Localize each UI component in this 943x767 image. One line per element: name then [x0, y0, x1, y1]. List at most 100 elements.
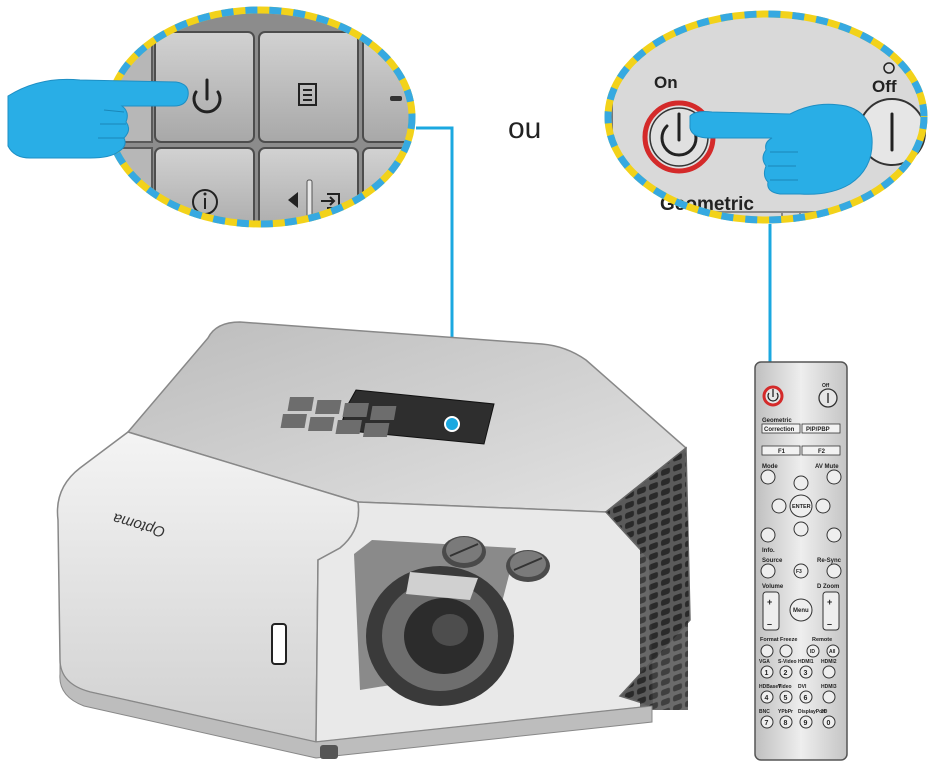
remote-f3-label: F3 — [796, 569, 802, 575]
remote-source-label: Source — [762, 558, 783, 564]
remote-d-zoom-label: D Zoom — [817, 584, 839, 590]
remote-key-button[interactable] — [760, 665, 774, 679]
remote-volume-plus: + — [767, 597, 772, 607]
remote-key-label: DisplayPort — [798, 709, 826, 715]
remote-id-label: ID — [810, 649, 815, 655]
remote-zoom-minus: – — [827, 619, 832, 629]
remote-key-number: 2 — [784, 670, 788, 677]
remote-key-number: 7 — [765, 720, 769, 727]
right-zoom-circle: On Off Geometric — [604, 10, 928, 224]
remote-remote-label: Remote — [812, 637, 832, 643]
remote-key-label: DVI — [798, 684, 807, 690]
remote-up-button[interactable] — [793, 475, 809, 491]
remote-re-sync-button[interactable] — [826, 563, 842, 579]
remote-format-button[interactable] — [760, 644, 774, 658]
remote-key-label: HDMI3 — [821, 684, 837, 690]
remote-key-button[interactable] — [799, 715, 813, 729]
remote-key-label: S-Video — [778, 659, 797, 665]
remote-geometric-label: Geometric — [762, 418, 792, 424]
remote-key-label: VGA — [759, 659, 770, 665]
left-zoom-circle — [104, 6, 416, 228]
remote-key-button[interactable] — [760, 690, 774, 704]
remote-left-button[interactable] — [771, 498, 787, 514]
keypad-grid — [109, 31, 412, 224]
remote-key-number: 6 — [804, 695, 808, 702]
zoom-ring[interactable] — [442, 536, 486, 568]
remote-key-button[interactable] — [822, 665, 836, 679]
projector: Optoma — [56, 321, 691, 759]
remote-laser-button[interactable] — [826, 527, 842, 543]
remote-key-number: 0 — [827, 720, 831, 727]
remote-menu-label: Menu — [793, 608, 809, 614]
remote-freeze-button[interactable] — [779, 644, 793, 658]
remote-id-button[interactable] — [806, 644, 820, 658]
remote-menu-button[interactable] — [789, 598, 813, 622]
remote-pip-pbp-button[interactable]: PIP/PBP — [806, 427, 830, 433]
remote-key-label: HDBaseT — [759, 684, 781, 690]
remote-zoom-plus: + — [827, 597, 832, 607]
right-pointing-hand — [689, 103, 873, 195]
remote-freeze-label: Freeze — [780, 637, 797, 643]
remote-key-number: 8 — [784, 720, 788, 727]
remote-key-button[interactable] — [760, 715, 774, 729]
remote-f2-button[interactable]: F2 — [818, 449, 826, 455]
remote-zoom-rocker[interactable] — [822, 591, 840, 631]
remote-key-number: 1 — [765, 670, 769, 677]
remote-av-mute-label: AV Mute — [815, 464, 839, 470]
remote-f3-button[interactable] — [793, 563, 809, 579]
remote-key-label: HDMI1 — [798, 659, 814, 665]
remote-key-label: YPbPr — [778, 709, 793, 715]
remote-info-button[interactable] — [760, 527, 776, 543]
remote-control: Off Geometric Correction PIP/PBP F1 F2 M… — [754, 361, 848, 761]
remote-key-button[interactable] — [799, 665, 813, 679]
remote-all-button[interactable] — [826, 644, 840, 658]
remote-enter-label: ENTER — [792, 504, 811, 510]
remote-key-label: 3D — [821, 709, 828, 715]
remote-key-number: 9 — [804, 720, 808, 727]
keypad-pointer — [444, 416, 460, 432]
front-indicator — [271, 623, 287, 665]
separator-word: ou — [508, 112, 541, 145]
remote-key-button[interactable] — [779, 665, 793, 679]
leader-lines — [416, 126, 772, 420]
remote-key-button[interactable] — [822, 690, 836, 704]
remote-key-button[interactable] — [799, 690, 813, 704]
on-label: On — [654, 73, 678, 92]
remote-key-number: 5 — [784, 695, 788, 702]
geometric-label: Geometric — [660, 194, 754, 215]
off-indicator — [883, 62, 895, 74]
remote-key-label: HDMI2 — [821, 659, 837, 665]
remote-mode-button[interactable] — [760, 469, 776, 485]
remote-right-button[interactable] — [815, 498, 831, 514]
off-label: Off — [872, 77, 897, 96]
remote-key-label: Video — [778, 684, 792, 690]
left-pointing-hand — [7, 78, 189, 159]
menu-icon[interactable] — [298, 83, 317, 106]
remote-format-label: Format — [760, 637, 779, 643]
remote-down-button[interactable] — [793, 521, 809, 537]
remote-key-button[interactable] — [822, 715, 836, 729]
remote-volume-label: Volume — [762, 584, 784, 590]
remote-av-mute-button[interactable] — [826, 469, 842, 485]
remote-key-number: 3 — [804, 670, 808, 677]
remote-info-label: Info. — [762, 548, 775, 554]
remote-key-label: BNC — [759, 709, 770, 715]
remote-enter-button[interactable] — [789, 494, 813, 518]
remote-re-sync-label: Re-Sync — [817, 558, 842, 564]
remote-mode-label: Mode — [762, 464, 778, 470]
focus-ring[interactable] — [506, 550, 550, 582]
remote-volume-minus: – — [767, 619, 772, 629]
remote-f1-button[interactable]: F1 — [778, 449, 786, 455]
remote-key-number: 4 — [765, 695, 769, 702]
remote-volume-rocker[interactable] — [762, 591, 780, 631]
remote-off-label: Off — [822, 383, 830, 389]
remote-key-button[interactable] — [779, 715, 793, 729]
remote-all-label: All — [829, 649, 836, 655]
remote-correction-button[interactable]: Correction — [764, 427, 795, 433]
power-icon[interactable] — [192, 78, 222, 114]
remote-source-button[interactable] — [760, 563, 776, 579]
left-arrow-icon[interactable] — [288, 192, 298, 208]
remote-key-button[interactable] — [779, 690, 793, 704]
